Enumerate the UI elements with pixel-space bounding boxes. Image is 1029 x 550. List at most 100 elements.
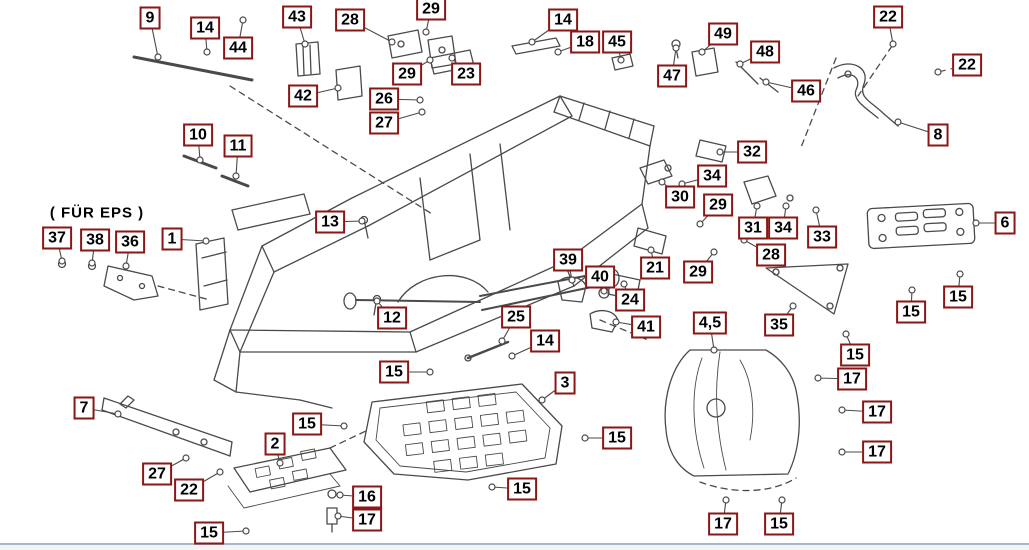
callout-4-5[interactable]: 4,5	[692, 311, 728, 335]
callout-17[interactable]: 17	[862, 400, 892, 424]
fastener-dot	[581, 434, 589, 442]
fastener-dot	[617, 56, 625, 64]
callout-7[interactable]: 7	[73, 396, 95, 420]
callout-33[interactable]: 33	[807, 225, 837, 249]
callout-11[interactable]: 11	[223, 134, 253, 158]
callout-27[interactable]: 27	[369, 111, 399, 135]
callout-8[interactable]: 8	[927, 123, 949, 147]
callout-29[interactable]: 29	[392, 62, 422, 86]
fastener-dot	[956, 270, 964, 278]
fastener-dot	[498, 337, 506, 345]
callout-41[interactable]: 41	[631, 315, 661, 339]
callout-46[interactable]: 46	[791, 79, 821, 103]
callout-9[interactable]: 9	[139, 6, 161, 30]
fastener-dot	[182, 454, 190, 462]
callout-47[interactable]: 47	[657, 64, 687, 88]
callout-14[interactable]: 14	[548, 8, 578, 32]
callout-16[interactable]: 16	[352, 485, 382, 509]
callout-22[interactable]: 22	[873, 5, 903, 29]
callout-30[interactable]: 30	[665, 185, 695, 209]
fastener-dot	[202, 237, 210, 245]
callout-12[interactable]: 12	[377, 306, 407, 330]
callout-34[interactable]: 34	[768, 216, 798, 240]
callout-15[interactable]: 15	[896, 300, 926, 324]
callout-34[interactable]: 34	[697, 164, 727, 188]
callout-15[interactable]: 15	[764, 512, 794, 536]
callout-15[interactable]: 15	[840, 343, 870, 367]
fastener-dot	[554, 48, 562, 56]
fastener-dot	[672, 44, 680, 52]
callout-10[interactable]: 10	[183, 123, 213, 147]
callout-48[interactable]: 48	[750, 40, 780, 64]
fastener-dot	[122, 262, 130, 270]
fastener-dot	[620, 280, 628, 288]
callout-3[interactable]: 3	[554, 371, 576, 395]
callout-22[interactable]: 22	[952, 53, 982, 77]
callout-40[interactable]: 40	[585, 265, 615, 289]
fastener-dot	[203, 48, 211, 56]
fastener-dot	[753, 202, 761, 210]
fastener-dot	[710, 346, 718, 354]
callout-14[interactable]: 14	[530, 329, 560, 353]
callout-14[interactable]: 14	[190, 16, 220, 40]
fastener-dot	[232, 172, 240, 180]
callout-15[interactable]: 15	[507, 477, 537, 501]
callout-15[interactable]: 15	[602, 426, 632, 450]
fastener-dot	[600, 287, 608, 295]
callout-38[interactable]: 38	[80, 228, 110, 252]
callout-1[interactable]: 1	[161, 227, 183, 251]
callout-25[interactable]: 25	[501, 305, 531, 329]
callout-28[interactable]: 28	[756, 243, 786, 267]
fastener-dot	[488, 483, 496, 491]
fastener-dot	[889, 40, 897, 48]
callout-17[interactable]: 17	[708, 512, 738, 536]
callout-31[interactable]: 31	[738, 216, 768, 240]
fastener-dot	[334, 84, 342, 92]
callout-6[interactable]: 6	[994, 211, 1016, 235]
callout-49[interactable]: 49	[708, 22, 738, 46]
callout-32[interactable]: 32	[737, 140, 767, 164]
fastener-dot	[647, 246, 655, 254]
callout-45[interactable]: 45	[602, 30, 632, 54]
callout-26[interactable]: 26	[369, 87, 399, 111]
fastener-dot	[838, 406, 846, 414]
callout-28[interactable]: 28	[335, 8, 365, 32]
callout-17[interactable]: 17	[352, 508, 382, 532]
callout-15[interactable]: 15	[943, 285, 973, 309]
fastener-dot	[716, 148, 724, 156]
fastener-dot	[789, 302, 797, 310]
callout-29[interactable]: 29	[683, 260, 713, 284]
callout-22[interactable]: 22	[174, 478, 204, 502]
callout-35[interactable]: 35	[764, 313, 794, 337]
callout-39[interactable]: 39	[553, 248, 583, 272]
callout-37[interactable]: 37	[42, 226, 72, 250]
fastener-dot	[276, 459, 284, 467]
callout-43[interactable]: 43	[282, 5, 312, 29]
callout-21[interactable]: 21	[640, 256, 670, 280]
callout-15[interactable]: 15	[292, 412, 322, 436]
callout-42[interactable]: 42	[288, 84, 318, 108]
callout-27[interactable]: 27	[142, 462, 172, 486]
callout-36[interactable]: 36	[115, 230, 145, 254]
callout-29[interactable]: 29	[703, 193, 733, 217]
fastener-dot	[416, 96, 424, 104]
fastener-dot	[426, 56, 434, 64]
callout-29[interactable]: 29	[416, 0, 446, 21]
callout-2[interactable]: 2	[264, 432, 286, 456]
callout-44[interactable]: 44	[223, 36, 253, 60]
callout-15[interactable]: 15	[194, 521, 224, 545]
fastener-dot	[710, 248, 718, 256]
fastener-dot	[782, 202, 790, 210]
page-bottom-edge	[0, 543, 1029, 545]
fastener-dot	[972, 219, 980, 227]
callout-17[interactable]: 17	[837, 367, 867, 391]
callout-24[interactable]: 24	[615, 288, 645, 312]
fastener-dot	[334, 512, 342, 520]
callout-18[interactable]: 18	[570, 30, 600, 54]
callout-13[interactable]: 13	[315, 210, 345, 234]
fastener-dot	[894, 118, 902, 126]
callout-15[interactable]: 15	[379, 360, 409, 384]
callout-17[interactable]: 17	[862, 440, 892, 464]
fastener-dot	[814, 374, 822, 382]
callout-23[interactable]: 23	[451, 62, 481, 86]
